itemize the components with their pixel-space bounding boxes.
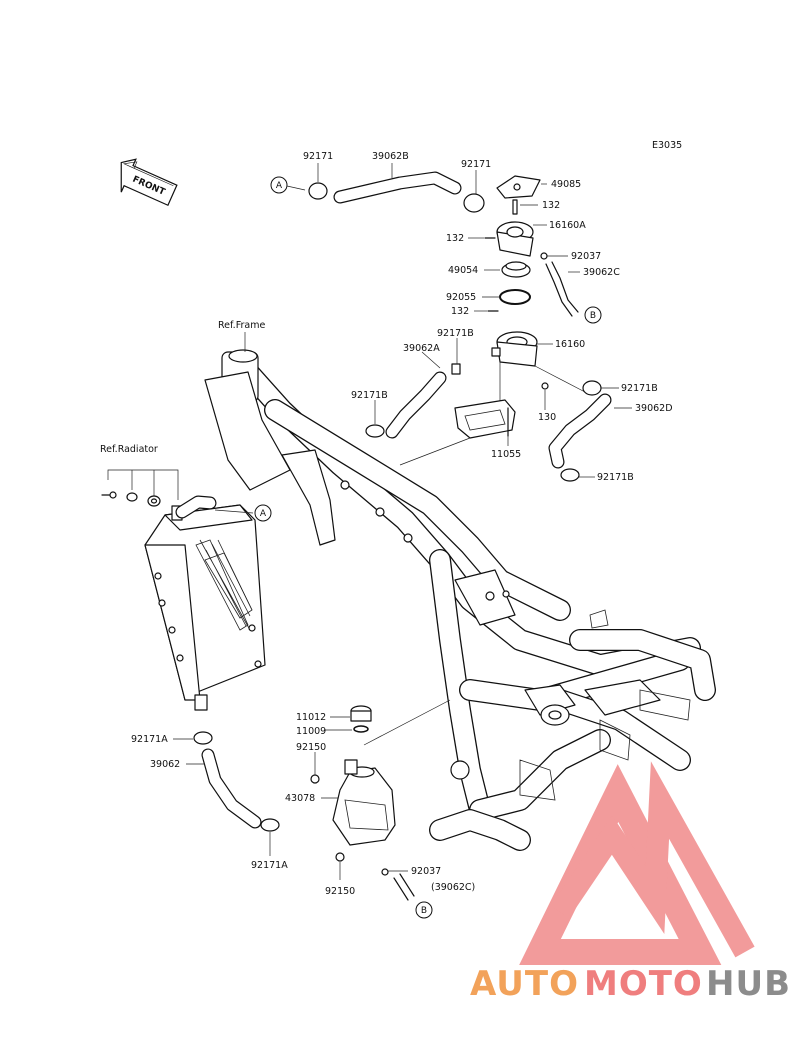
o-ring-92055 [499,289,531,305]
label-39062b: 39062B [372,151,409,162]
leader-lines [173,163,632,880]
label-92150-a: 92150 [296,742,326,753]
clamp-92171 [308,182,328,200]
thermostat-cap [496,175,541,199]
radiator-bolts [101,491,161,507]
radiator [144,504,266,711]
label-39062c-paren: (39062C) [431,882,475,893]
watermark-part-moto: MOTO [584,964,703,1004]
ref-frame-label: Ref.Frame [218,320,265,331]
label-43078: 43078 [285,793,315,804]
bracket-11055 [454,399,516,439]
label-132-a: 132 [542,200,560,211]
label-49054: 49054 [448,265,478,276]
label-132-c: 132 [451,306,469,317]
label-92171-2: 92171 [461,159,491,170]
label-16160: 16160 [555,339,585,350]
label-132-b: 132 [446,233,464,244]
label-39062c: 39062C [583,267,620,278]
ref-a-label-mid: A [260,509,267,519]
label-92171a-a: 92171A [131,734,168,745]
label-92171a-b: 92171A [251,860,288,871]
label-92055: 92055 [446,292,476,303]
label-11009: 11009 [296,726,326,737]
front-arrow-icon [120,158,178,207]
diagram-code: E3035 [652,140,682,151]
label-92037-bottom: 92037 [411,866,441,877]
label-92171: 92171 [303,151,333,162]
thermostat [501,261,531,278]
label-92171b-b: 92171B [351,390,388,401]
label-39062a: 39062A [403,343,440,354]
ref-b-label-bottom: B [421,906,427,916]
part-labels: 92171 39062B 92171 49085 132 16160A 132 … [131,151,673,897]
label-49085: 49085 [551,179,581,190]
label-92171b-d: 92171B [597,472,634,483]
watermark-part-auto: AUTO [470,964,579,1004]
watermark-text: AUTO MOTO HUB [470,964,791,1004]
label-11012: 11012 [296,712,326,723]
thermostat-housing-upper [484,199,548,260]
frame [204,349,716,851]
label-39062: 39062 [150,759,180,770]
clamp-92171-2 [463,193,485,213]
thermostat-housing-lower [491,331,538,367]
label-39062d: 39062D [635,403,673,414]
label-92171b-a: 92171B [437,328,474,339]
label-130: 130 [538,412,556,423]
reservoir-tank [332,705,396,846]
label-16160a: 16160A [549,220,586,231]
watermark-logo [519,761,755,965]
ref-a-label-top: A [276,181,283,191]
watermark-part-hub: HUB [706,964,791,1004]
label-92037-top: 92037 [571,251,601,262]
label-11055: 11055 [491,449,521,460]
label-92171b-c: 92171B [621,383,658,394]
label-92150-b: 92150 [325,886,355,897]
ref-radiator-label: Ref.Radiator [100,444,158,455]
ref-b-label-top: B [590,311,596,321]
